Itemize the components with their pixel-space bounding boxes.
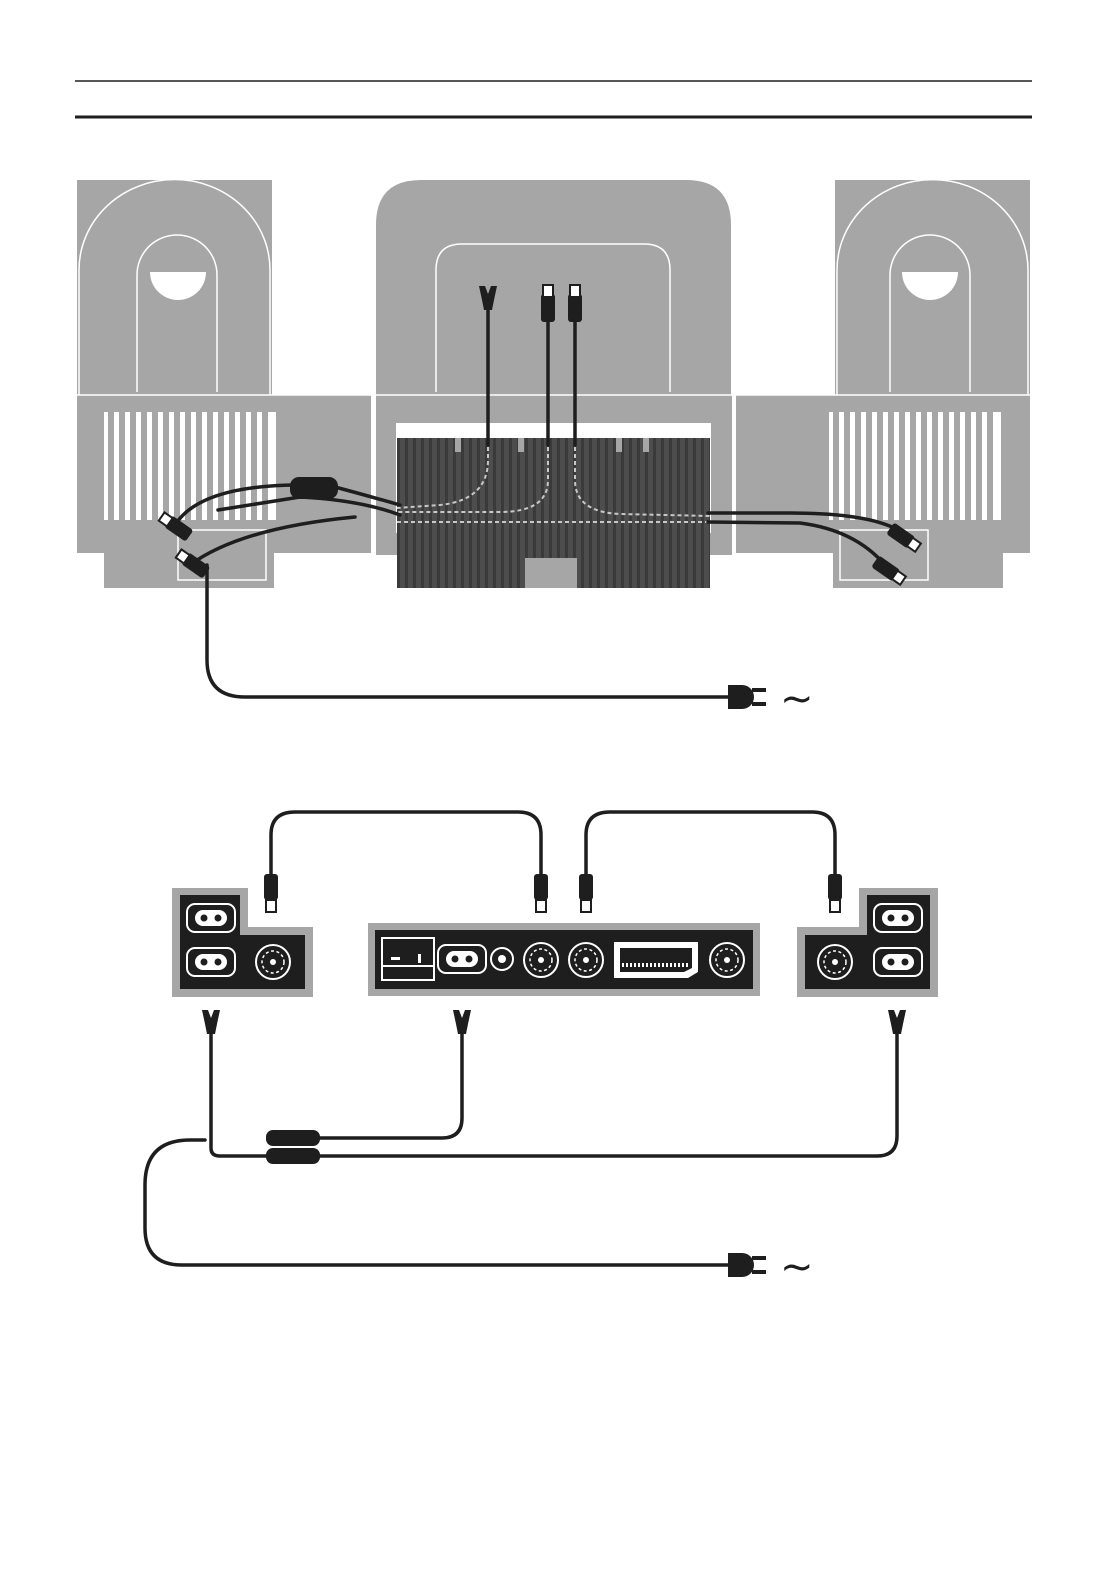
left-speaker-socket-panel	[172, 888, 313, 997]
left-din-socket	[256, 945, 290, 979]
bottom-plug-fig8-center	[453, 1010, 471, 1034]
right-fig8-socket-bottom	[874, 948, 922, 976]
bottom-plug-din-3	[579, 874, 593, 912]
bottom-plug-din-4	[828, 874, 842, 912]
speaker-left	[77, 180, 371, 588]
right-speaker-socket-panel	[797, 888, 938, 997]
central-din-socket-1	[524, 943, 558, 977]
bottom-cables	[145, 812, 897, 1265]
antenna-socket	[491, 948, 513, 970]
top-plug-din-2	[568, 285, 582, 322]
mains-plug-icon	[728, 1253, 766, 1277]
top-plug-din-1	[541, 285, 555, 322]
bottom-plug-din-2	[534, 874, 548, 912]
central-din-socket-2	[569, 943, 603, 977]
mains-plug-icon	[728, 685, 766, 709]
bottom-plug-fig8-left	[202, 1010, 220, 1034]
left-fig8-socket-top	[187, 904, 235, 932]
central-din-socket-3	[710, 943, 744, 977]
bottom-splitter	[266, 1130, 320, 1164]
right-fig8-socket-top	[874, 904, 922, 932]
mains-symbol: ~	[780, 1244, 814, 1290]
right-din-socket	[818, 945, 852, 979]
central-unit	[376, 180, 732, 588]
bottom-plug-fig8-right	[888, 1010, 906, 1034]
top-splitter	[290, 477, 338, 499]
mains-symbol: ~	[780, 676, 814, 722]
central-fig8-socket	[438, 945, 486, 973]
speaker-right	[736, 180, 1030, 588]
scart-socket	[614, 942, 698, 978]
power-switch	[382, 938, 434, 980]
bottom-diagram: ~	[145, 812, 938, 1290]
central-socket-panel	[368, 923, 760, 996]
bottom-plug-din-1	[264, 874, 278, 912]
top-diagram: ~	[77, 180, 1030, 722]
left-fig8-socket-bottom	[187, 948, 235, 976]
